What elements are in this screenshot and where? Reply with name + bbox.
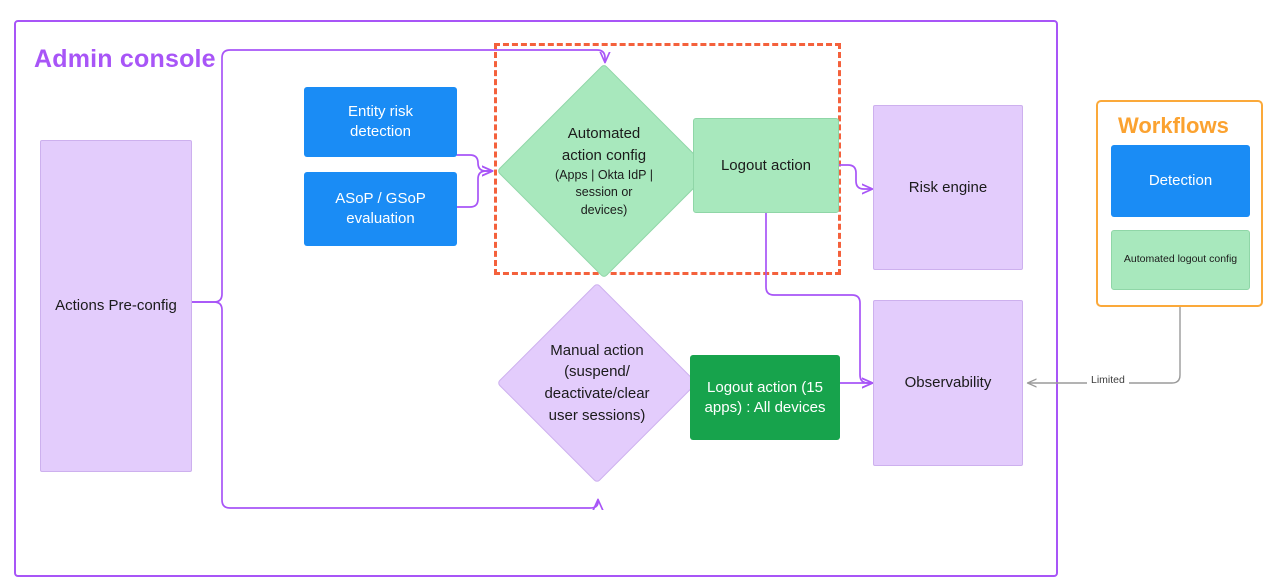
node-entity-risk-detection[interactable]: Entity risk detection [304,87,457,157]
node-actions-preconfig-label: Actions Pre-config [55,297,177,315]
node-risk-engine-label: Risk engine [908,178,988,196]
node-manual-action-label: Manual action (suspend/ deactivate/clear… [544,341,650,424]
node-observability[interactable]: Observability [873,300,1023,466]
node-risk-engine[interactable]: Risk engine [873,105,1023,270]
node-automated-action-config[interactable]: Automated action config (Apps | Okta IdP… [496,63,712,279]
node-workflows-automated-logout-config-label: Automated logout config [1123,253,1238,266]
node-logout-action[interactable]: Logout action [693,118,839,213]
workflows-panel-title: Workflows [1118,113,1229,138]
node-asop-gsop-evaluation-label: ASoP / GSoP evaluation [335,190,426,227]
node-automated-action-config-sublabel: (Apps | Okta IdP | session or devices) [555,167,653,217]
node-workflows-detection-label: Detection [1148,172,1213,190]
edge-label-limited: Limited [1087,374,1129,386]
node-logout-action-label: Logout action [720,156,812,174]
node-entity-risk-detection-label: Entity risk detection [347,103,413,140]
admin-console-frame [14,20,1058,577]
node-observability-label: Observability [904,374,992,392]
node-workflows-automated-logout-config[interactable]: Automated logout config [1111,230,1250,290]
node-automated-action-config-label: Automated action config [561,125,647,164]
node-workflows-detection[interactable]: Detection [1111,145,1250,217]
node-manual-action[interactable]: Manual action (suspend/ deactivate/clear… [496,282,698,484]
node-logout-action-15-apps[interactable]: Logout action (15 apps) : All devices [690,355,840,440]
node-actions-preconfig[interactable]: Actions Pre-config [40,140,192,472]
node-asop-gsop-evaluation[interactable]: ASoP / GSoP evaluation [304,172,457,246]
node-logout-action-15-apps-label: Logout action (15 apps) : All devices [704,378,826,416]
admin-console-title: Admin console [34,45,216,73]
